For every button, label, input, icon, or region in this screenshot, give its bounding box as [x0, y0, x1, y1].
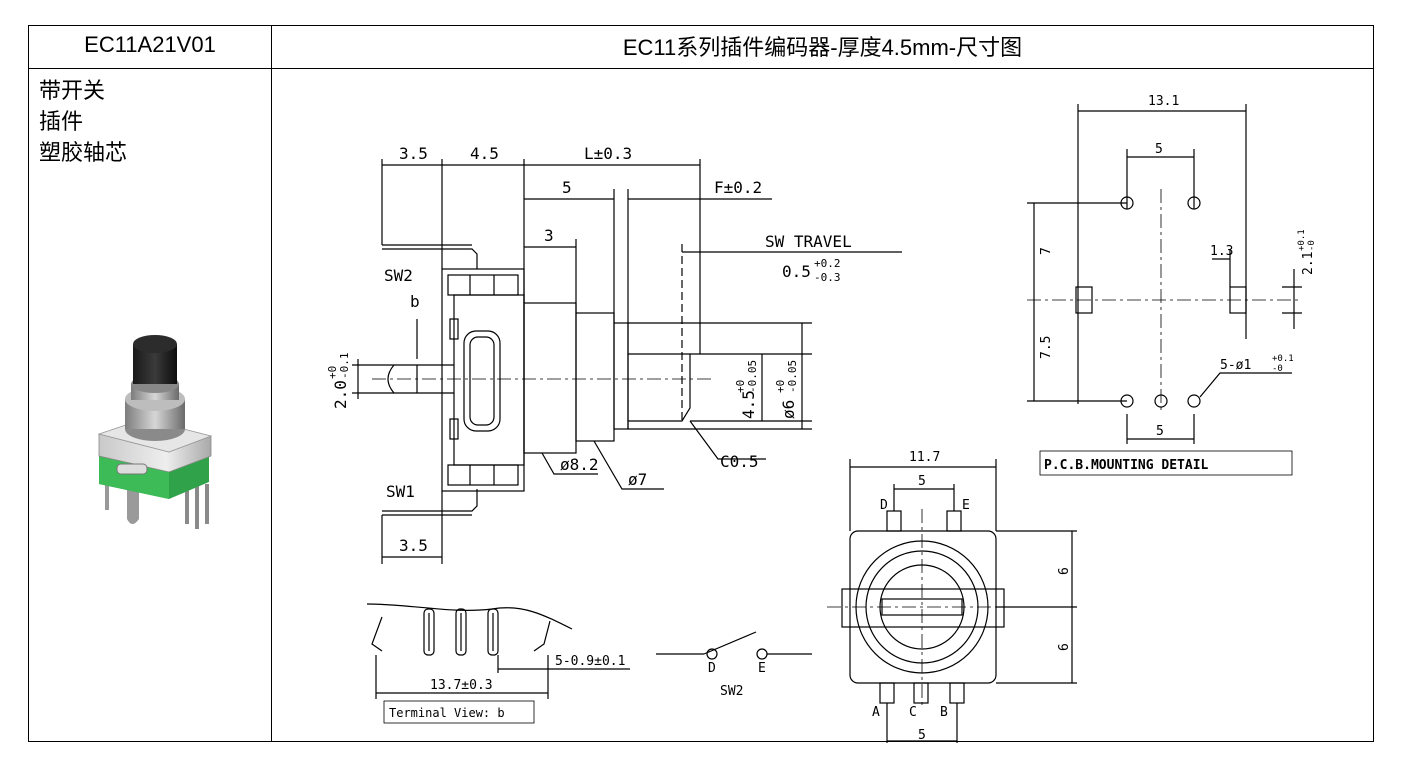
drawing-area: 3.5 4.5 L±0.3 5 F±0.2 3 SW TRAVEL 0.5 +0…: [272, 69, 1373, 745]
pcb-height-7: 7: [1039, 247, 1054, 255]
terminal-pitch: 5-0.9±0.1: [555, 654, 625, 669]
pcb-holes-tol-plus: +0.1: [1272, 354, 1294, 364]
pin-tol-minus: -0.1: [338, 353, 351, 380]
shaft-tol-minus: -0.05: [746, 360, 759, 393]
shaft-tol-plus: +0: [734, 380, 747, 393]
terminal-span: 13.7±0.3: [430, 678, 493, 693]
feature-column: 带开关 插件 塑胶轴芯: [29, 69, 272, 741]
dim-5: 5: [562, 178, 572, 197]
pin-dia-2.0: 2.0: [331, 380, 350, 409]
feature-item: 插件: [39, 109, 84, 134]
pcb-pad-height: 2.1: [1301, 252, 1316, 275]
feature-item: 塑胶轴芯: [39, 140, 128, 165]
bottom-pitch-5: 5: [918, 728, 926, 743]
top-width-11.7: 11.7: [909, 450, 940, 465]
pin-d: D: [880, 498, 888, 513]
b-label: b: [410, 292, 420, 311]
pin-tol-plus: +0: [326, 366, 339, 379]
dim-l: L±0.3: [584, 144, 632, 163]
bushing-dia-7: ø7: [628, 470, 647, 489]
drawing-sheet: EC11A21V01 EC11系列插件编码器-厚度4.5mm-尺寸图 带开关 插…: [28, 25, 1374, 745]
part-number: EC11A21V01: [29, 26, 272, 69]
pcb-height-7.5: 7.5: [1039, 336, 1054, 359]
pcb-pad-1.3: 1.3: [1210, 244, 1233, 259]
dim-f: F±0.2: [714, 178, 762, 197]
pcb-caption: P.C.B.MOUNTING DETAIL: [1044, 458, 1209, 473]
feature-list: 带开关 插件 塑胶轴芯: [39, 75, 127, 168]
sw-travel-tol-plus: +0.2: [814, 257, 841, 270]
shaft-dia-6: ø6: [779, 400, 798, 419]
pcb-pad-tol-minus: -0: [1307, 240, 1317, 251]
top-pitch-5: 5: [918, 474, 926, 489]
top-h1: 6: [1057, 567, 1072, 575]
shaft-dia-tol-minus: -0.05: [786, 360, 799, 393]
switch-e: E: [758, 661, 766, 676]
switch-d: D: [708, 661, 716, 676]
encoder-product-image: [97, 335, 213, 529]
chamfer-label: C0.5: [720, 452, 759, 471]
pcb-holes: 5-ø1: [1220, 358, 1251, 373]
sw-travel-label: SW TRAVEL: [765, 232, 852, 251]
pin-a: A: [872, 705, 880, 720]
dim-4.5: 4.5: [470, 144, 499, 163]
shaft-dia-4.5: 4.5: [739, 390, 758, 419]
top-h2: 6: [1057, 643, 1072, 651]
switch-name: SW2: [720, 684, 743, 699]
pcb-bottom-5: 5: [1156, 424, 1164, 439]
sw-travel-value: 0.5: [782, 262, 811, 281]
technical-drawing: 3.5 4.5 L±0.3 5 F±0.2 3 SW TRAVEL 0.5 +0…: [326, 94, 1317, 745]
bushing-dia-8.2: ø8.2: [560, 455, 599, 474]
dim-3.5: 3.5: [399, 144, 428, 163]
sw-travel-tol-minus: -0.3: [814, 271, 841, 284]
pcb-inner-5: 5: [1155, 142, 1163, 157]
pcb-width-13.1: 13.1: [1148, 94, 1179, 109]
shaft-dia-tol-plus: +0: [774, 380, 787, 393]
pcb-holes-tol-minus: -0: [1272, 364, 1283, 374]
pin-b: B: [940, 705, 948, 720]
feature-item: 带开关: [39, 78, 106, 103]
sw1-label: SW1: [386, 482, 415, 501]
dim-bottom-3.5: 3.5: [399, 536, 428, 555]
terminal-caption: Terminal View: b: [389, 706, 505, 720]
sheet-title: EC11系列插件编码器-厚度4.5mm-尺寸图: [272, 26, 1373, 69]
sw2-label: SW2: [384, 266, 413, 285]
dim-3: 3: [544, 226, 554, 245]
pcb-pad-tol-plus: +0.1: [1297, 229, 1307, 251]
pin-c: C: [909, 705, 917, 720]
pin-e: E: [962, 498, 970, 513]
